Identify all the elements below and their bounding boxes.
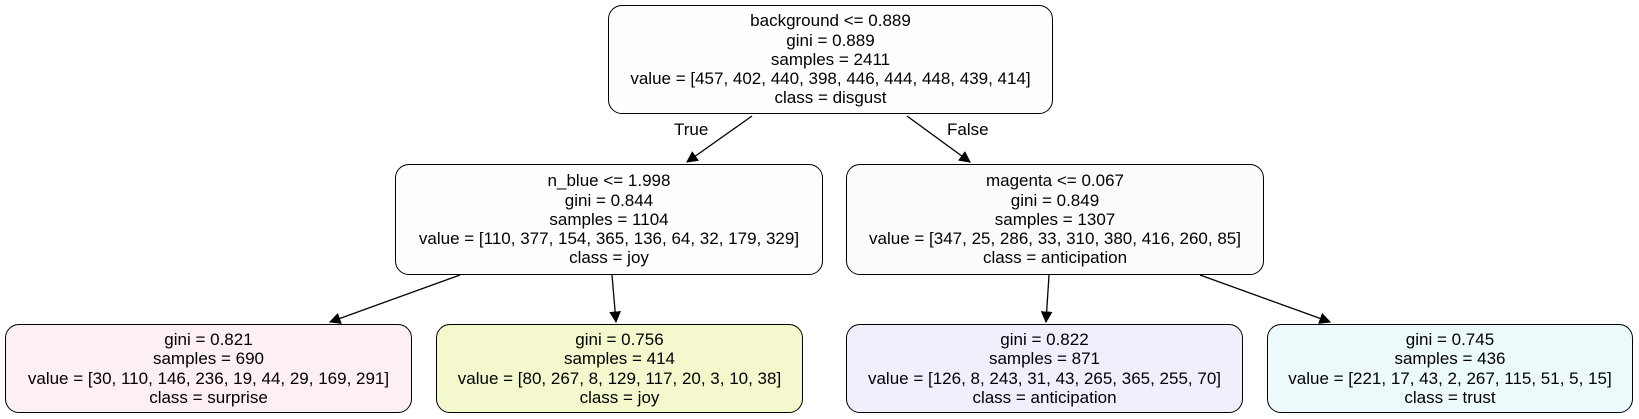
node-samples: samples = 436 bbox=[1394, 349, 1506, 369]
edge-root-right bbox=[906, 115, 971, 163]
node-value: value = [347, 25, 286, 33, 310, 380, 416… bbox=[869, 229, 1241, 249]
edge-left-leftright bbox=[609, 274, 621, 324]
node-gini: gini = 0.745 bbox=[1405, 330, 1495, 350]
node-gini: gini = 0.844 bbox=[564, 190, 654, 210]
node-value: value = [221, 17, 43, 2, 267, 115, 51, 5… bbox=[1288, 368, 1612, 388]
node-gini: gini = 0.821 bbox=[164, 330, 253, 350]
node-class: class = disgust bbox=[774, 88, 887, 108]
node-value: value = [457, 402, 440, 398, 446, 444, 4… bbox=[630, 69, 1031, 89]
edge-label-true: True bbox=[674, 120, 709, 139]
node-value: value = [126, 8, 243, 31, 43, 265, 365, … bbox=[867, 368, 1222, 388]
node-class: class = surprise bbox=[149, 387, 268, 407]
tree-leaf-left-left[interactable]: gini = 0.821 samples = 690 value = [30, … bbox=[5, 324, 412, 413]
node-samples: samples = 871 bbox=[988, 349, 1101, 369]
node-value: value = [30, 110, 146, 236, 19, 44, 29, … bbox=[27, 368, 390, 388]
node-split-condition: n_blue <= 1.998 bbox=[547, 171, 671, 191]
node-samples: samples = 2411 bbox=[770, 49, 891, 69]
node-value: value = [80, 267, 8, 129, 117, 20, 3, 10… bbox=[457, 368, 782, 388]
edge-label-false: False bbox=[947, 120, 989, 139]
node-split-condition: background <= 0.889 bbox=[750, 11, 911, 31]
node-split-condition: magenta <= 0.067 bbox=[985, 171, 1124, 191]
tree-node-right[interactable]: magenta <= 0.067 gini = 0.849 samples = … bbox=[846, 164, 1264, 275]
tree-node-root[interactable]: background <= 0.889 gini = 0.889 samples… bbox=[608, 5, 1053, 114]
node-gini: gini = 0.849 bbox=[1010, 190, 1100, 210]
edge-right-rightleft bbox=[1040, 274, 1053, 324]
node-class: class = joy bbox=[569, 248, 649, 268]
edge-root-left bbox=[686, 115, 753, 163]
node-class: class = joy bbox=[579, 387, 660, 407]
node-gini: gini = 0.889 bbox=[786, 30, 875, 50]
node-class: class = anticipation bbox=[972, 387, 1117, 407]
node-samples: samples = 690 bbox=[152, 349, 265, 369]
tree-leaf-left-right[interactable]: gini = 0.756 samples = 414 value = [80, … bbox=[436, 324, 803, 413]
node-samples: samples = 1104 bbox=[549, 209, 669, 229]
node-class: class = anticipation bbox=[982, 248, 1128, 268]
node-gini: gini = 0.756 bbox=[575, 330, 664, 350]
tree-node-left[interactable]: n_blue <= 1.998 gini = 0.844 samples = 1… bbox=[395, 164, 823, 275]
tree-leaf-right-left[interactable]: gini = 0.822 samples = 871 value = [126,… bbox=[846, 324, 1243, 413]
node-class: class = trust bbox=[1404, 387, 1496, 407]
node-value: value = [110, 377, 154, 365, 136, 64, 32… bbox=[418, 229, 800, 249]
edge-right-rightright bbox=[1199, 274, 1332, 324]
tree-leaf-right-right[interactable]: gini = 0.745 samples = 436 value = [221,… bbox=[1267, 324, 1633, 413]
edge-left-leftleft bbox=[328, 274, 461, 324]
node-samples: samples = 1307 bbox=[994, 209, 1116, 229]
node-samples: samples = 414 bbox=[563, 349, 676, 369]
node-gini: gini = 0.822 bbox=[1000, 330, 1089, 350]
